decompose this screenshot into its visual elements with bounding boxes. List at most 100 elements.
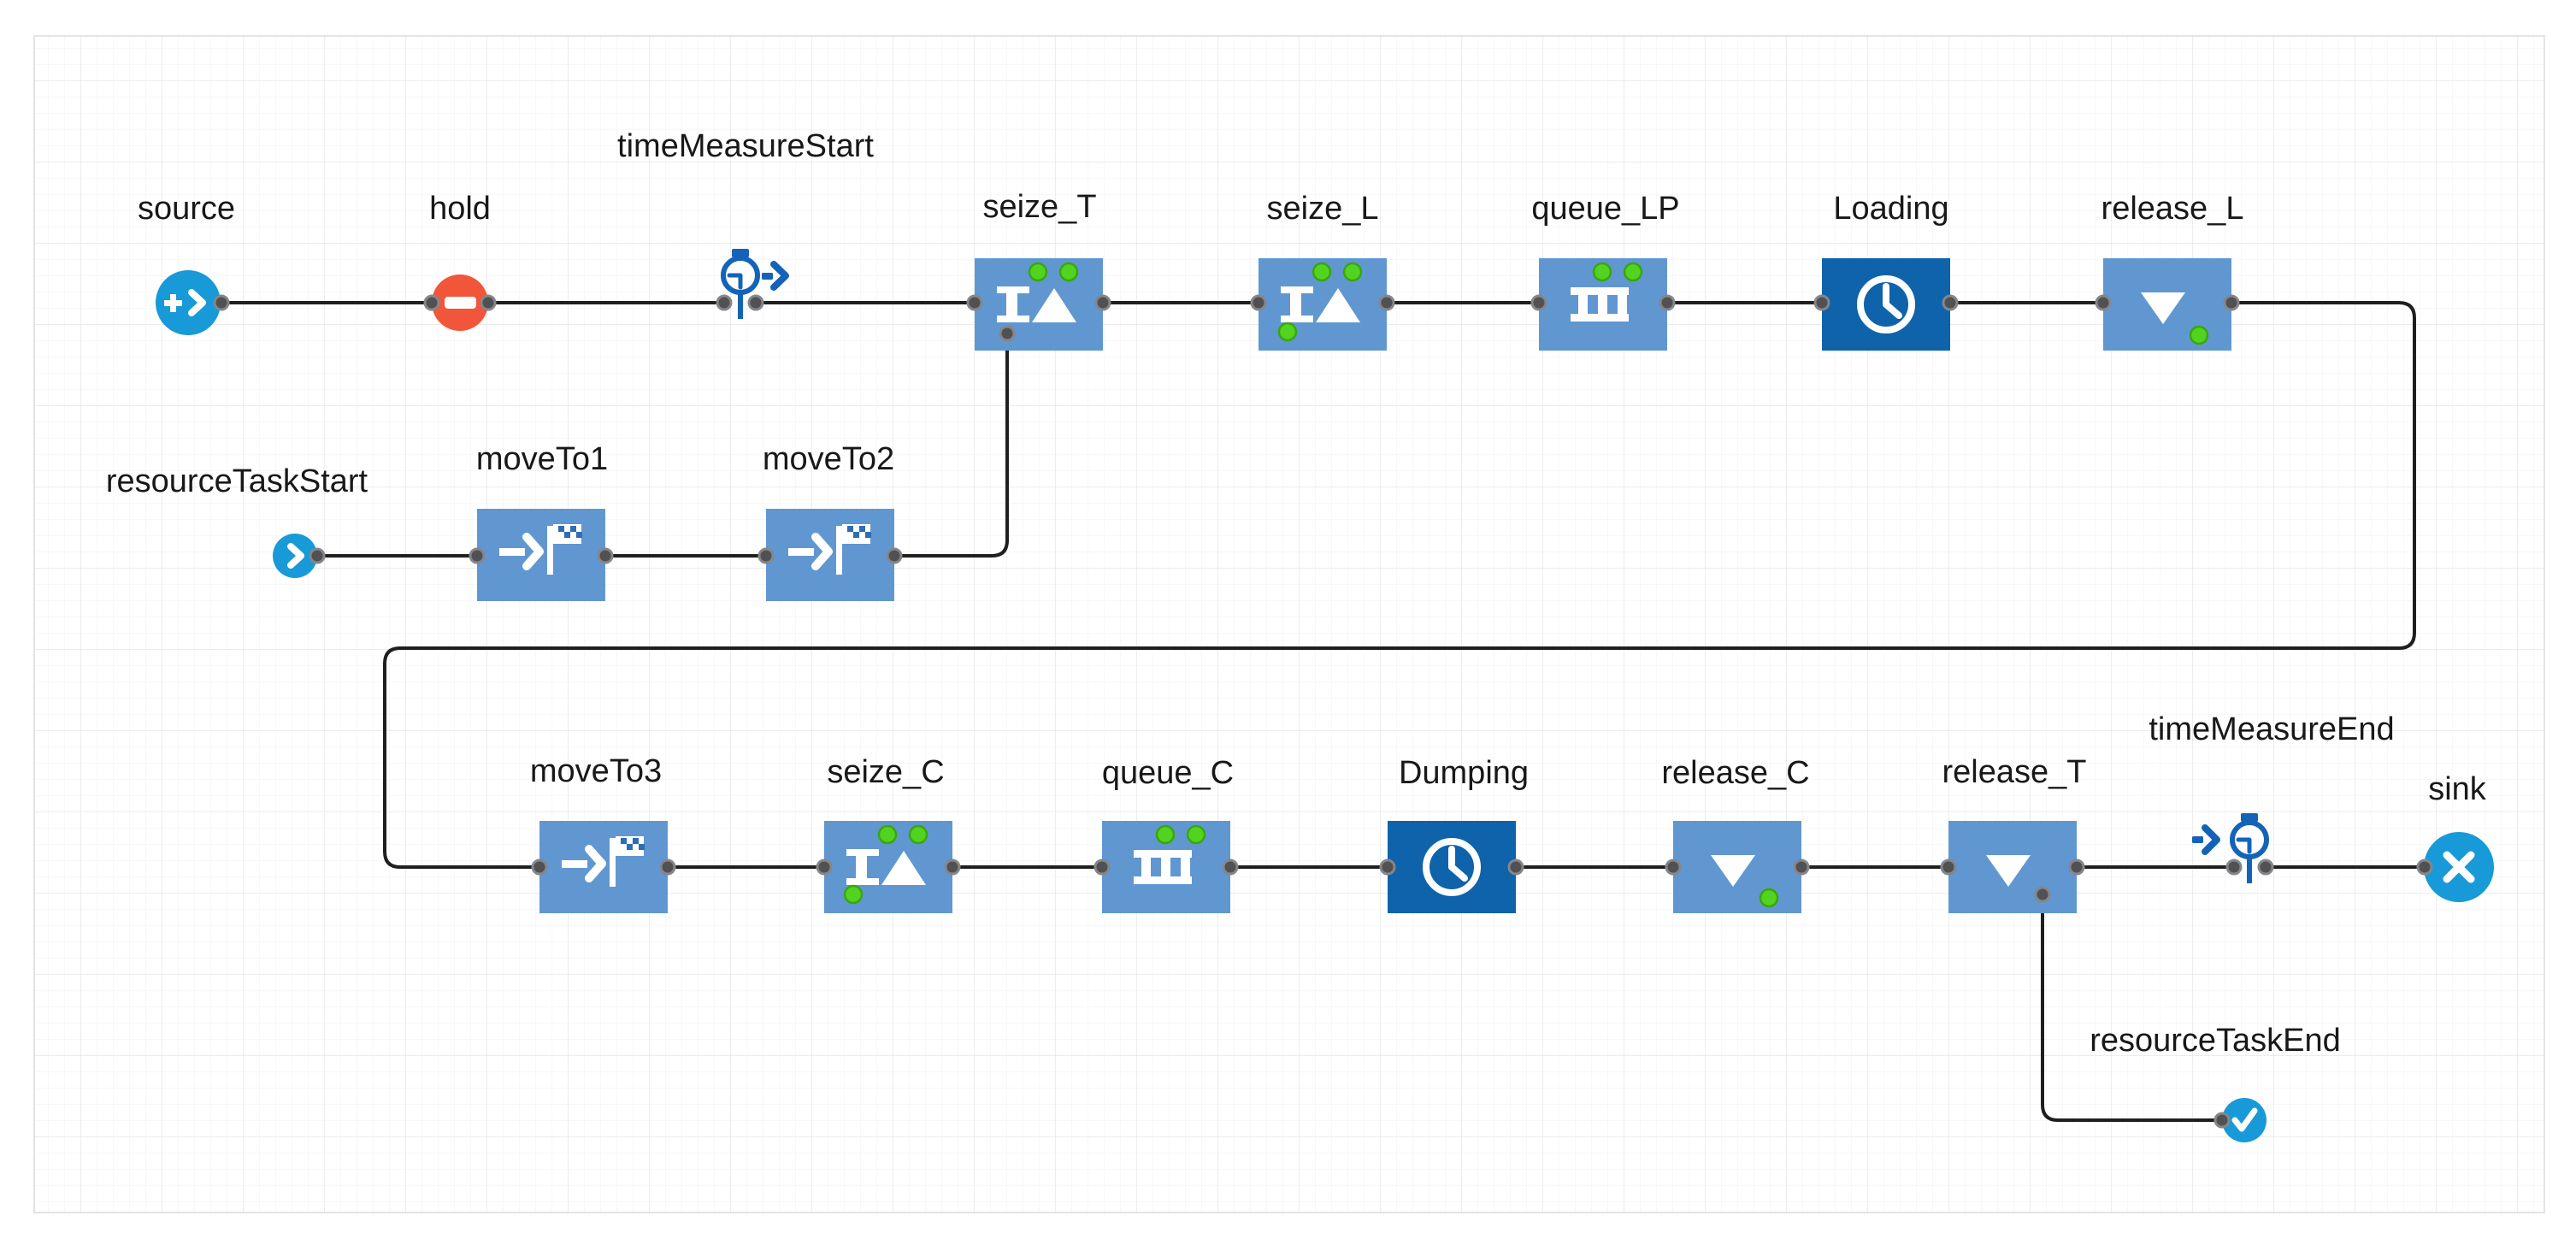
port[interactable] — [1507, 859, 1524, 876]
label-moveto2: moveTo2 — [763, 441, 894, 477]
label-release-l: release_L — [2101, 191, 2244, 227]
chevron-icon — [287, 543, 304, 569]
source-chevron — [188, 289, 206, 316]
block-loading[interactable] — [1822, 258, 1950, 351]
queue-icon — [1134, 850, 1192, 884]
port[interactable] — [1940, 859, 1957, 876]
label-seize-c: seize_C — [827, 754, 944, 790]
port[interactable] — [747, 294, 764, 311]
block-resourcetaskstart[interactable] — [273, 534, 317, 578]
port[interactable] — [1942, 294, 1959, 311]
port[interactable] — [659, 859, 676, 876]
port[interactable] — [597, 547, 614, 564]
port[interactable] — [944, 859, 961, 876]
port[interactable] — [469, 547, 486, 564]
label-resourcetaskstart: resourceTaskStart — [106, 463, 368, 499]
port[interactable] — [2257, 859, 2274, 876]
green-indicator — [1277, 322, 1298, 342]
end-arrow-bar — [2192, 836, 2203, 843]
block-moveto2[interactable] — [766, 509, 894, 601]
port[interactable] — [213, 294, 230, 311]
block-release-t[interactable] — [1948, 821, 2077, 913]
block-queue-lp[interactable] — [1539, 258, 1667, 351]
block-source[interactable] — [156, 270, 221, 335]
label-release-c: release_C — [1661, 755, 1809, 791]
block-dumping[interactable] — [1388, 821, 1516, 913]
port[interactable] — [2223, 294, 2240, 311]
connector-releaset-resourcetaskend[interactable] — [2041, 894, 2222, 1122]
block-queue-c[interactable] — [1102, 821, 1230, 913]
port[interactable] — [2034, 886, 2051, 903]
port[interactable] — [1379, 859, 1396, 876]
label-timemeasureend: timeMeasureEnd — [2149, 711, 2394, 747]
block-sink[interactable] — [2424, 832, 2494, 902]
block-seize-t[interactable] — [975, 258, 1103, 351]
connector-releasel-moveto3[interactable] — [383, 301, 2416, 869]
block-seize-c[interactable] — [824, 821, 952, 913]
connector-moveto2-seizet[interactable] — [894, 333, 1009, 558]
block-release-c[interactable] — [1673, 821, 1801, 913]
green-indicator — [908, 824, 928, 845]
label-loading: Loading — [1833, 191, 1948, 227]
x-icon — [2443, 851, 2475, 883]
block-release-l[interactable] — [2103, 258, 2231, 351]
port[interactable] — [1665, 859, 1682, 876]
start-arrow-icon — [770, 261, 789, 291]
green-indicator — [2189, 325, 2209, 345]
green-indicator — [843, 884, 864, 905]
port[interactable] — [1093, 859, 1111, 876]
stopwatch-hands — [2236, 837, 2252, 854]
block-hold[interactable] — [432, 274, 488, 331]
port[interactable] — [999, 325, 1016, 342]
port[interactable] — [1813, 294, 1830, 311]
green-indicator — [877, 824, 898, 845]
port[interactable] — [1378, 294, 1395, 311]
block-moveto1[interactable] — [477, 509, 605, 601]
port[interactable] — [966, 294, 983, 311]
label-sink: sink — [2428, 771, 2487, 807]
label-seize-l: seize_L — [1267, 191, 1379, 227]
block-seize-l[interactable] — [1259, 258, 1387, 351]
check-icon — [2231, 1107, 2258, 1132]
port[interactable] — [1094, 294, 1111, 311]
port[interactable] — [716, 294, 733, 311]
port[interactable] — [757, 547, 775, 564]
port[interactable] — [2095, 294, 2112, 311]
block-moveto3[interactable] — [539, 821, 668, 913]
port[interactable] — [1793, 859, 1810, 876]
block-resourcetaskend[interactable] — [2222, 1098, 2267, 1142]
port[interactable] — [480, 294, 497, 311]
resourcetaskstart-icon — [273, 534, 317, 578]
start-arrow-bar — [762, 273, 773, 280]
port[interactable] — [886, 547, 903, 564]
label-moveto1: moveTo1 — [476, 441, 608, 477]
grid-border — [33, 35, 2545, 1213]
label-timemeasurestart: timeMeasureStart — [617, 128, 874, 164]
end-arrow-icon — [2202, 824, 2220, 855]
port[interactable] — [2068, 859, 2085, 876]
port[interactable] — [531, 859, 548, 876]
green-indicator — [1155, 824, 1176, 845]
green-indicator — [1623, 262, 1643, 282]
source-plus-v — [170, 294, 176, 312]
port[interactable] — [816, 859, 833, 876]
port[interactable] — [1250, 294, 1267, 311]
port[interactable] — [2213, 1112, 2231, 1129]
label-moveto3: moveTo3 — [530, 753, 662, 789]
block-timemeasureend[interactable] — [2192, 813, 2269, 883]
green-indicator — [1186, 824, 1206, 845]
green-indicator — [1058, 262, 1079, 282]
port[interactable] — [309, 547, 326, 564]
label-hold: hold — [429, 191, 491, 227]
port[interactable] — [423, 294, 440, 311]
grid-major — [34, 36, 2544, 1213]
port[interactable] — [1659, 294, 1676, 311]
port[interactable] — [1530, 294, 1547, 311]
port[interactable] — [2416, 859, 2433, 876]
block-timemeasurestart[interactable] — [721, 249, 789, 319]
port[interactable] — [1222, 859, 1239, 876]
connector-layer — [221, 301, 2425, 1122]
port[interactable] — [2225, 859, 2243, 876]
label-dumping: Dumping — [1399, 755, 1529, 791]
